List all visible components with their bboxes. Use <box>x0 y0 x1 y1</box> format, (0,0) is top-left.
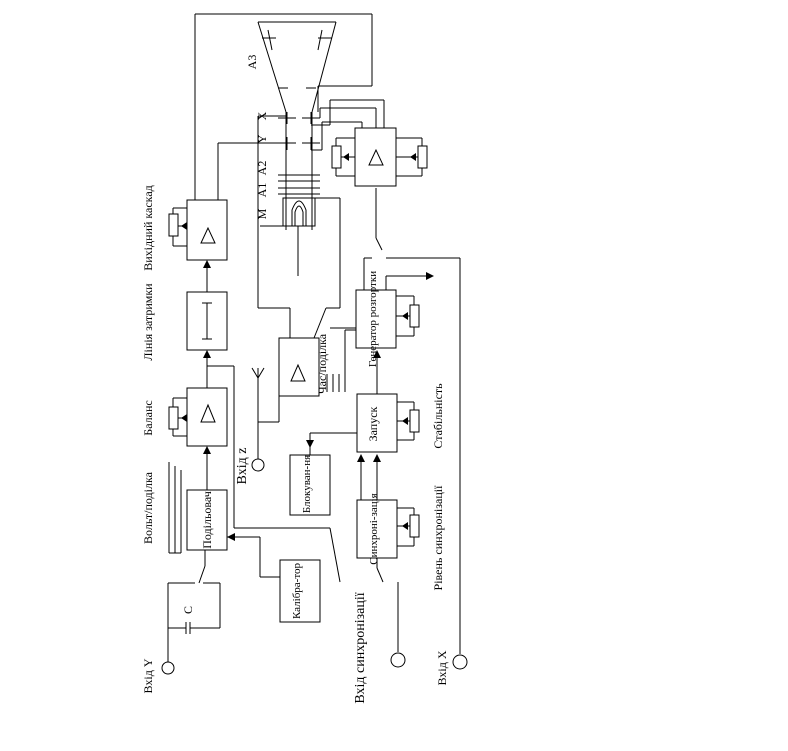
crt-tube <box>257 21 337 230</box>
sync-input-connector[interactable] <box>390 652 406 668</box>
trigger-label: Запуск <box>366 406 380 441</box>
balance-amplifier <box>186 387 228 447</box>
calibrator-label: Калібра-тор <box>291 562 303 619</box>
input-y-label: Вхід Y <box>141 658 155 693</box>
crt-label-a2: A2 <box>255 161 269 176</box>
input-z-label: Вхід z <box>235 448 250 485</box>
crt-label-a3: A3 <box>245 55 259 70</box>
output-stage-label: Вихідний каскад <box>141 185 155 271</box>
x-amp-pot-left[interactable] <box>331 145 342 169</box>
divider-label: Подільовач <box>200 491 214 549</box>
sync-input-label: Вхід синхронізації <box>353 592 368 703</box>
input-x-label: Вхід X <box>435 650 449 685</box>
balance-label: Баланс <box>141 400 155 435</box>
sweep-generator-block <box>355 289 397 349</box>
x-amplifier <box>354 127 397 187</box>
blocking-block <box>289 454 331 516</box>
input-y-connector[interactable] <box>161 661 175 675</box>
sync-level-pot[interactable] <box>409 514 420 538</box>
input-z-connector[interactable] <box>251 458 265 472</box>
sweep-pot[interactable] <box>409 304 420 328</box>
crt-label-m: M <box>255 208 269 219</box>
sync-block <box>356 499 398 559</box>
input-x-connector[interactable] <box>452 654 468 670</box>
calibrator-block <box>279 559 321 623</box>
sync-label: Синхроні-зація <box>368 493 380 564</box>
output-stage-amplifier <box>186 199 228 261</box>
trigger-block <box>356 393 398 453</box>
time-div-label: Час/поділка <box>315 333 329 394</box>
balance-pot[interactable] <box>168 406 179 430</box>
capacitor-label: C <box>181 606 195 614</box>
crt-label-a1: A1 <box>255 183 269 198</box>
crt-label-y: Y <box>255 134 269 143</box>
x-amp-pot-right[interactable] <box>417 145 428 169</box>
output-stage-pot[interactable] <box>168 213 179 237</box>
volts-div-label: Вольт/поділка <box>141 471 155 544</box>
blocking-label: Блокуван-ня <box>301 455 313 513</box>
sync-level-label: Рівень синхронізації <box>431 485 445 591</box>
stability-pot[interactable] <box>409 409 420 433</box>
divider-block <box>186 489 228 551</box>
delay-line-label: Лінія затримки <box>141 283 155 361</box>
stability-label: Стабільність <box>431 383 445 449</box>
sweep-generator-label: Генератор розгортки <box>367 271 379 367</box>
